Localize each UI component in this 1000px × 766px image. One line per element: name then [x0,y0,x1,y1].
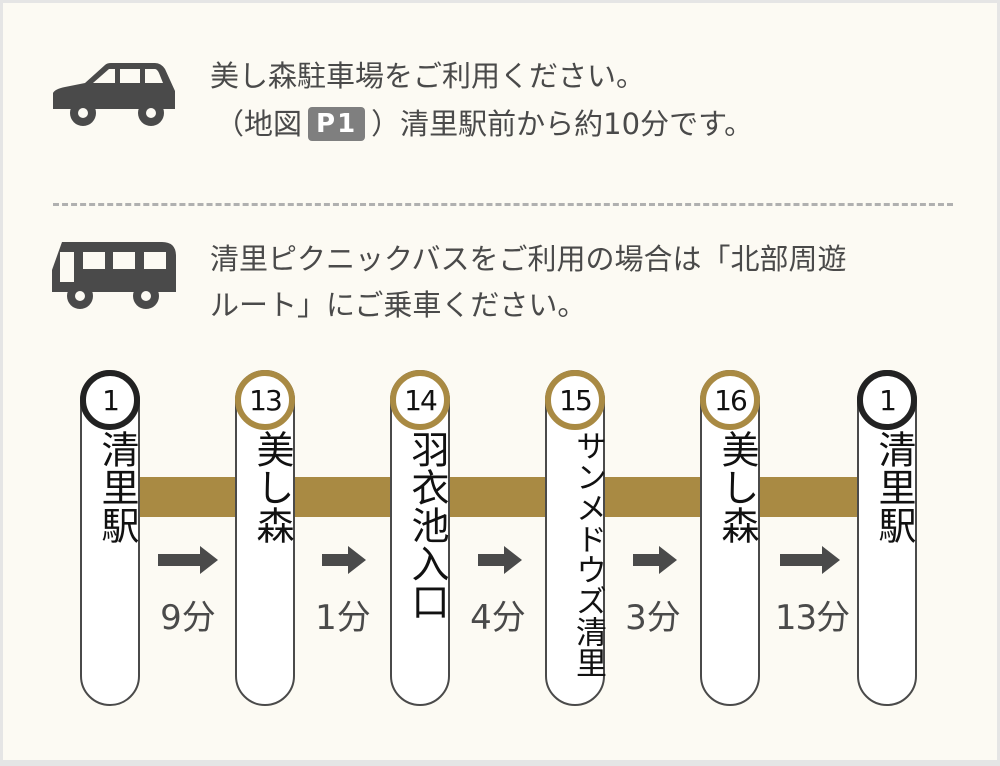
stop-15: 15 サンメドウズ清里 [545,370,606,706]
duration-label: 13分 [774,598,850,638]
bus-text-line2: ルート」にご乗車ください。 [210,288,587,322]
stop-number: 16 [700,370,760,430]
stop-name: 羽衣池入口 [405,430,449,620]
route-line [120,477,880,517]
stop-number: 1 [80,370,140,430]
stop-name: サンメドウズ清里 [570,430,606,678]
stop-number: 14 [390,370,450,430]
bus-icon [52,242,176,309]
arrow-right-icon [780,546,840,574]
arrow-right-icon [158,546,218,574]
stop-name: 清里駅 [872,430,916,544]
parking-badge: P1 [308,107,366,141]
map-ref-prefix: （地図 [215,107,303,141]
stop-13: 13 美し森 [235,370,295,706]
arrow-right-icon [322,546,366,574]
duration-label: 1分 [315,598,371,638]
stop-number: 15 [545,370,605,430]
stop-number: 1 [857,370,917,430]
stop-number: 13 [235,370,295,430]
stop-name: 美し森 [715,430,759,544]
car-icon [53,63,175,126]
stop-1: 1 清里駅 [80,370,140,706]
dashed-divider [53,203,953,206]
stop-name: 清里駅 [95,430,139,544]
stop-1-return: 1 清里駅 [857,370,917,706]
car-text-suffix: ）清里駅前から約10分です。 [371,107,754,141]
stop-14: 14 羽衣池入口 [390,370,450,706]
arrow-right-icon [633,546,677,574]
stop-16: 16 美し森 [700,370,760,706]
duration-label: 3分 [625,598,681,638]
bus-text-line1: 清里ピクニックバスをご利用の場合は「北部周遊 [210,242,847,276]
car-text-line1: 美し森駐車場をご利用ください。 [210,59,646,93]
stop-name: 美し森 [250,430,294,544]
duration-label: 4分 [470,598,526,638]
duration-label: 9分 [160,598,216,638]
arrow-right-icon [478,546,522,574]
